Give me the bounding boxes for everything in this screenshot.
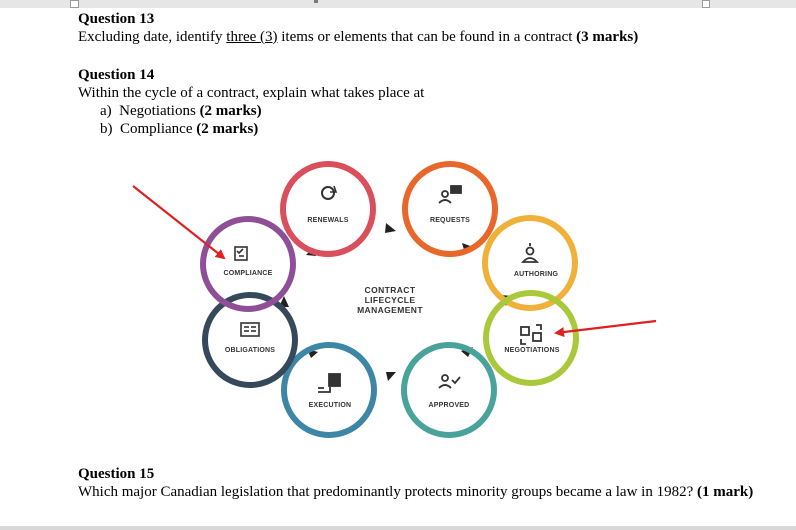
question-13-marks: (3 marks) (576, 29, 639, 45)
node-obligations: OBLIGATIONS (202, 292, 298, 388)
item-label: Compliance (120, 121, 197, 137)
node-renewals: RENEWALS (280, 161, 376, 257)
question-15-marks: (1 mark) (697, 484, 754, 500)
annotation-arrow-compliance (132, 185, 226, 260)
item-marks: (2 marks) (196, 121, 259, 137)
question-15-text: Which major Canadian legislation that pr… (78, 483, 778, 501)
node-negotiations: NEGOTIATIONS (483, 290, 579, 386)
question-14: Question 14 Within the cycle of a contra… (78, 66, 778, 138)
approved-icon (438, 374, 461, 389)
request-icon (438, 185, 462, 204)
question-13-text: Excluding date, identify three (3) items… (78, 28, 778, 46)
item-prefix: b) (100, 121, 113, 137)
node-compliance: COMPLIANCE (200, 216, 296, 312)
node-ring (280, 161, 376, 257)
node-label: AUTHORING (514, 271, 559, 278)
question-14-item-a: a) Negotiations (2 marks) (78, 102, 778, 120)
question-15-title: Question 15 (78, 466, 155, 482)
compliance-icon (234, 246, 248, 261)
item-label: Negotiations (119, 103, 200, 119)
flow-arrow-icon (386, 372, 396, 381)
negotiation-icon (520, 324, 542, 345)
node-ring (402, 161, 498, 257)
node-label: RENEWALS (307, 217, 348, 224)
node-label: EXECUTION (309, 402, 352, 409)
node-ring (202, 292, 298, 388)
question-14-item-b: b) Compliance (2 marks) (78, 120, 778, 138)
node-ring (482, 215, 578, 311)
question-13-title: Question 13 (78, 11, 155, 27)
node-label: NEGOTIATIONS (504, 347, 559, 354)
window-bottom-bar (0, 526, 796, 530)
node-label: COMPLIANCE (223, 270, 272, 277)
question-15-text-part: Which major Canadian legislation that pr… (78, 484, 697, 500)
node-ring (401, 342, 497, 438)
node-execution: EXECUTION (281, 342, 377, 438)
node-ring (200, 216, 296, 312)
obligations-icon (240, 322, 260, 337)
window-control-icon[interactable] (702, 0, 710, 8)
refresh-icon (321, 185, 338, 200)
question-13-underlined: three (3) (226, 29, 278, 45)
node-label: OBLIGATIONS (225, 347, 275, 354)
node-ring (281, 342, 377, 438)
question-13-text-part: items or elements that can be found in a… (277, 29, 577, 45)
question-13: Question 13 Excluding date, identify thr… (78, 10, 778, 46)
center-label-line-2: LIFECYCLE (365, 295, 416, 305)
checkbox-icon[interactable] (70, 0, 79, 8)
node-requests: REQUESTS (402, 161, 498, 257)
flow-arrow-icon (385, 223, 396, 233)
center-label-line-3: MANAGEMENT (357, 305, 423, 315)
item-marks: (2 marks) (199, 103, 262, 119)
node-authoring: AUTHORING (482, 215, 578, 311)
scroll-marker (314, 0, 318, 3)
question-13-text-part: Excluding date, identify (78, 29, 227, 45)
execution-icon (318, 373, 341, 393)
node-approved: APPROVED (401, 342, 497, 438)
authoring-icon (521, 243, 539, 263)
node-label: APPROVED (429, 402, 470, 409)
window-top-bar (0, 0, 796, 8)
item-prefix: a) (100, 103, 112, 119)
question-15: Question 15 Which major Canadian legisla… (78, 465, 778, 501)
node-ring (483, 290, 579, 386)
question-14-title: Question 14 (78, 67, 155, 83)
node-label: REQUESTS (430, 217, 470, 224)
center-label-line-1: CONTRACT (365, 285, 416, 295)
annotation-arrow-negotiations (554, 319, 657, 338)
question-14-text: Within the cycle of a contract, explain … (78, 85, 425, 101)
